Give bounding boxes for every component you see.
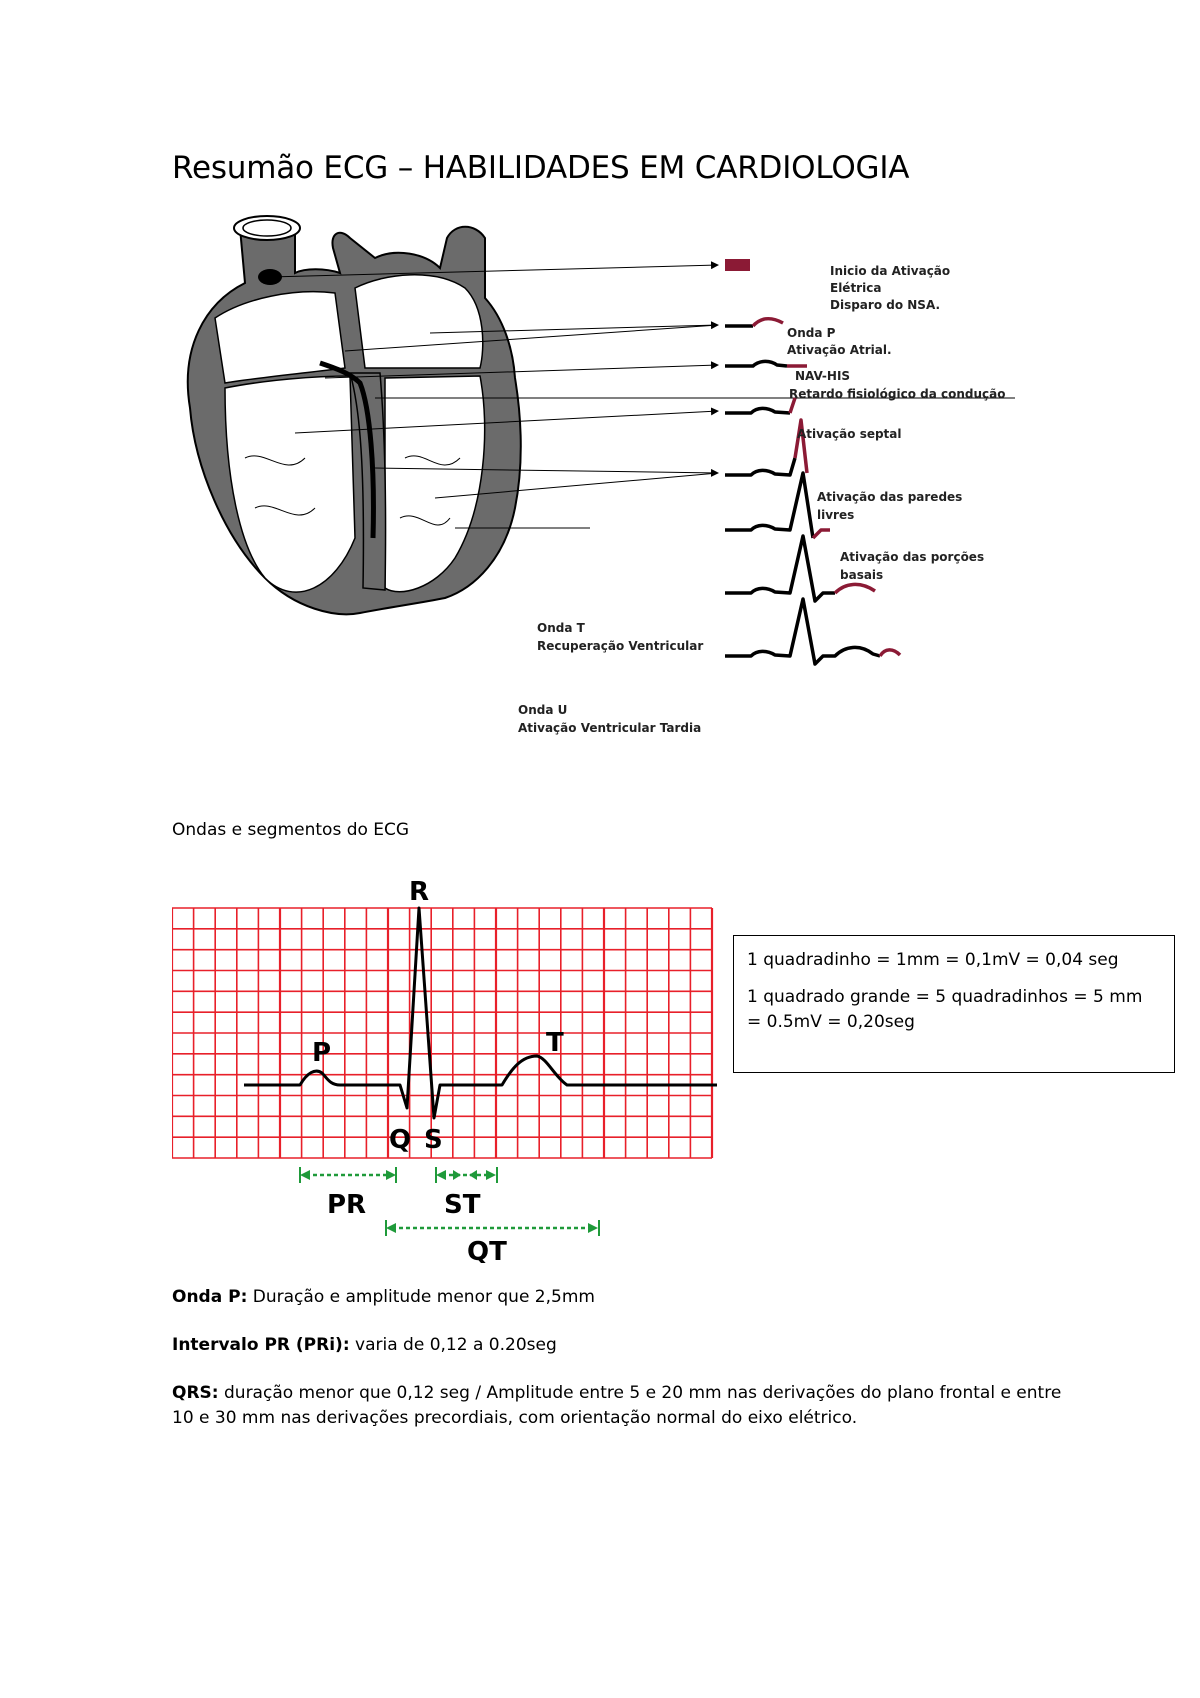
interval-labels: PR ST QT [327,1190,507,1263]
interval-label-st: ST [444,1190,481,1220]
section-heading: Ondas e segmentos do ECG [172,820,410,840]
label-onda-p-1: Onda P [787,326,836,340]
onda-p-text: Duração e amplitude menor que 2,5mm [247,1287,595,1307]
leader-lines [269,261,1015,529]
interval-label-pr: PR [327,1190,366,1220]
wave-label-t: T [546,1028,564,1058]
label-inicio-2: Elétrica [830,281,881,295]
wave-label-s: S [424,1125,443,1155]
intervalo-pr-text: varia de 0,12 a 0.20seg [349,1335,557,1355]
heart-labels: Inicio da Ativação Elétrica Disparo do N… [518,264,1006,735]
label-nav-his-1: NAV-HIS [795,369,850,383]
heart-conduction-figure: Inicio da Ativação Elétrica Disparo do N… [186,215,1015,735]
ecg-grid [172,907,714,1159]
paragraph-intervalo-pr: Intervalo PR (PRi): varia de 0,12 a 0.20… [172,1333,1072,1358]
label-septal: Ativação septal [797,427,902,441]
conduction-traces [725,259,902,666]
label-onda-u-2: Ativação Ventricular Tardia [518,721,701,735]
label-onda-p-2: Ativação Atrial. [787,343,892,357]
label-porcoes-1: Ativação das porções [840,550,984,564]
label-onda-t-2: Recuperação Ventricular [537,639,703,653]
ecg-waveform-diagram: R P Q S T PR ST QT [172,877,717,1263]
intervalo-pr-label: Intervalo PR (PRi): [172,1335,350,1355]
label-inicio-1: Inicio da Ativação [830,264,950,278]
qrs-label: QRS: [172,1383,219,1403]
wave-labels: R P Q S T [312,877,564,1155]
label-nav-his-2: Retardo fisiológico da condução [789,387,1006,401]
label-porcoes-2: basais [840,568,883,582]
interval-arrows [306,1173,592,1230]
scale-line-small-square: 1 quadradinho = 1mm = 0,1mV = 0,04 seg [747,950,1119,970]
arrow-heads [299,1167,600,1236]
scale-info-box: 1 quadradinho = 1mm = 0,1mV = 0,04 seg 1… [733,935,1175,1073]
label-onda-u-1: Onda U [518,703,567,717]
wave-label-p: P [312,1038,331,1068]
ecg-trace [244,906,717,1120]
paragraph-onda-p: Onda P: Duração e amplitude menor que 2,… [172,1285,1072,1310]
paragraph-qrs: QRS: duração menor que 0,12 seg / Amplit… [172,1381,1072,1431]
label-paredes-1: Ativação das paredes [817,490,962,504]
scale-line-large-square: 1 quadrado grande = 5 quadradinhos = 5 m… [747,987,1143,1032]
qrs-text: duração menor que 0,12 seg / Amplitude e… [172,1383,1062,1428]
label-paredes-2: livres [817,508,854,522]
label-onda-t-1: Onda T [537,621,586,635]
interval-label-qt: QT [467,1237,507,1263]
wave-label-r: R [409,877,429,907]
heart-illustration [186,215,522,616]
document-title: Resumão ECG – HABILIDADES EM CARDIOLOGIA [172,150,910,186]
label-inicio-3: Disparo do NSA. [830,298,940,312]
onda-p-label: Onda P: [172,1287,248,1307]
wave-label-q: Q [389,1125,411,1155]
